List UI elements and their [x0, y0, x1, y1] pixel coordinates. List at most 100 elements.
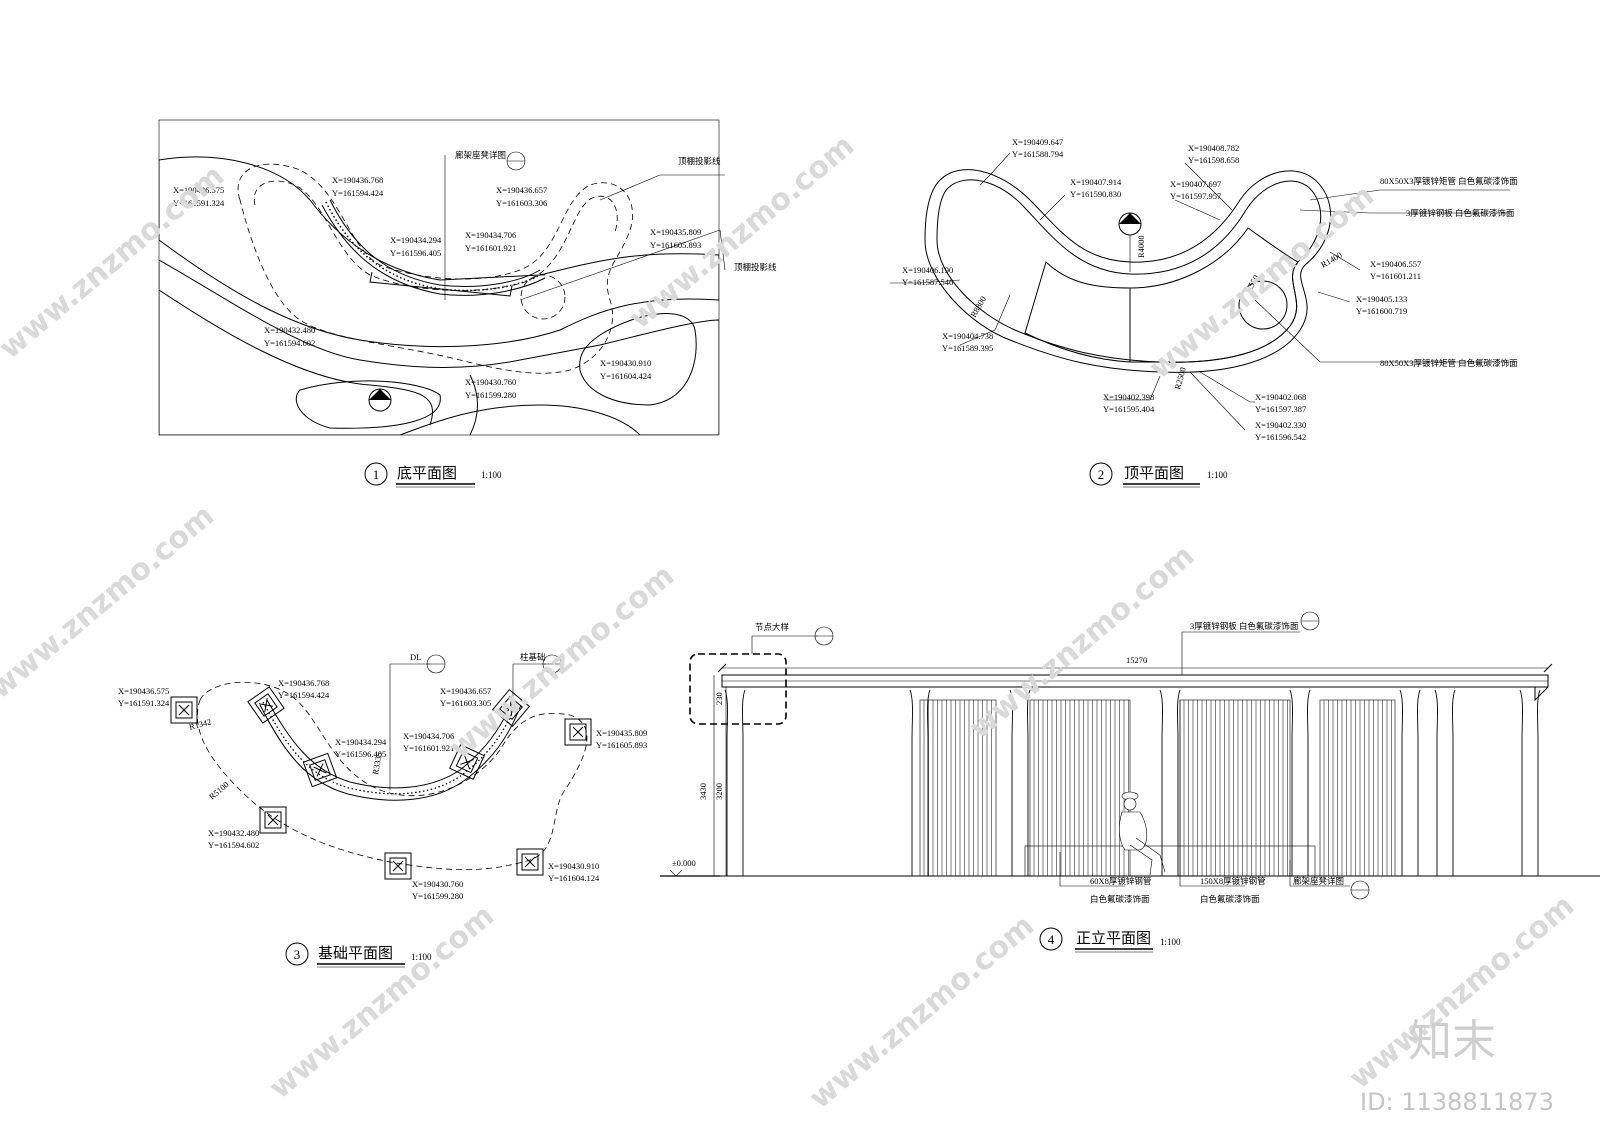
coord-y: Y=161601.921 [465, 243, 516, 253]
length-dim: 15270 [1126, 655, 1147, 665]
drawing-number-circle [285, 942, 309, 966]
coord-y: Y=161596.405 [390, 248, 441, 258]
coord-y: Y=161594.424 [278, 690, 330, 700]
column-footings [170, 686, 592, 880]
column [1289, 689, 1311, 876]
pipe-150-label: 150X8厚镀锌钢管 [1200, 876, 1266, 886]
column [724, 689, 746, 876]
column [1434, 689, 1456, 876]
coord-y: Y=161599.280 [465, 390, 516, 400]
height-column-dim: 3200 [714, 783, 724, 800]
drawing-number: 1 [373, 467, 380, 482]
elevation: ±0.000 节点大样 3厚镀锌钢板 白色氟碳漆饰面 [660, 611, 1600, 953]
radius-label: R8800 [968, 294, 988, 319]
watermark-site: www.znzmo.com [803, 908, 1041, 1116]
radius-label: R3335 [370, 751, 384, 775]
drawing-number-circle [1089, 462, 1113, 486]
coord-y: Y=161595.404 [1103, 404, 1155, 414]
top-plate-note: 3厚镀锌钢板 白色氟碳漆饰面 [1190, 621, 1299, 631]
coord-x: X=190436.768 [278, 678, 329, 688]
coord-x: X=190402.398 [1103, 392, 1154, 402]
coord-x: X=190430.910 [600, 358, 651, 368]
radius-label: R5100 [207, 779, 231, 801]
coord-x: X=190435.809 [650, 227, 701, 237]
coord-x: X=190432.480 [264, 325, 315, 335]
coord-y: Y=161601.921 [403, 743, 454, 753]
drawing-number-circle [364, 462, 388, 486]
watermark-site: www.znzmo.com [263, 898, 501, 1106]
column [1519, 689, 1541, 876]
coord-x: X=190435.809 [596, 728, 647, 738]
pipe-60-finish: 白色氟碳漆饰面 [1090, 894, 1150, 904]
coord-y: Y=161587.546 [902, 277, 953, 287]
coord-x: X=190407.914 [1070, 177, 1122, 187]
dl-label: DL [410, 652, 421, 662]
coord-y: Y=161604.424 [600, 371, 652, 381]
roof-note-tube-top: 80X50X3厚镀锌矩管 白色氟碳漆饰面 [1380, 176, 1518, 186]
coord-y: Y=161594.602 [208, 840, 259, 850]
drawing-scale: 1:100 [1207, 470, 1228, 480]
watermark-site: www.znzmo.com [0, 158, 231, 366]
pipe-150-finish: 白色氟碳漆饰面 [1200, 894, 1260, 904]
coord-y: Y=161596.542 [1255, 432, 1306, 442]
coord-x: X=190402.068 [1255, 392, 1306, 402]
coord-x: X=190436.575 [173, 185, 224, 195]
column [909, 689, 931, 876]
height-total-dim: 3430 [698, 783, 708, 800]
coord-x: X=190436.768 [332, 175, 383, 185]
roof-plan: X=190409.647 Y=161588.794 X=190408.782 Y… [890, 137, 1518, 488]
zero-level: ±0.000 [672, 858, 696, 868]
coord-y: Y=161601.211 [1370, 271, 1421, 281]
radius-label: R4000 [1136, 235, 1146, 258]
coord-x: X=190430.760 [465, 377, 516, 387]
coord-y: Y=161594.602 [264, 338, 315, 348]
foundation-plan: DL 柱基础 R5100 R3335 R1342 X=190436.575 Y=… [118, 652, 647, 968]
coord-y: Y=161594.424 [332, 188, 384, 198]
coord-y: Y=161604.124 [548, 873, 600, 883]
watermark-site: www.znzmo.com [1143, 178, 1381, 386]
base-plan: 廊架座凳详图 顶棚投影线 顶棚投影线 X=190436.575 Y=161591… [158, 119, 777, 488]
coord-x: X=190430.910 [548, 861, 599, 871]
roof-projection-label-1: 顶棚投影线 [678, 156, 721, 166]
coord-x: X=190436.575 [118, 686, 169, 696]
height-top-dim: 230 [714, 692, 724, 705]
coord-y: Y=161603.306 [496, 198, 547, 208]
base-plan-frame [158, 119, 720, 436]
coord-y: Y=161588.794 [1012, 149, 1064, 159]
drawing-number: 3 [294, 947, 301, 962]
coord-y: Y=161590.830 [1070, 189, 1121, 199]
watermarks: www.znzmo.com www.znzmo.com www.znzmo.co… [0, 128, 1581, 1116]
drawing-number: 4 [1048, 932, 1055, 947]
drawing-number-circle [1039, 927, 1063, 951]
drawing-number: 2 [1098, 467, 1105, 482]
coord-x: X=190434.706 [403, 731, 454, 741]
column [1159, 689, 1181, 876]
watermark-site: www.znzmo.com [0, 498, 221, 706]
drawing-title: 顶平面图 [1124, 465, 1184, 482]
coord-x: X=190406.190 [902, 265, 953, 275]
coord-y: Y=161603.305 [440, 698, 491, 708]
drawing-title: 基础平面图 [318, 945, 393, 962]
coord-y: Y=161597.387 [1255, 404, 1306, 414]
column [1009, 689, 1031, 876]
coord-x: X=190405.133 [1356, 294, 1407, 304]
coord-x: X=190430.760 [412, 879, 463, 889]
person-figure [1119, 791, 1166, 876]
coord-x: X=190404.738 [942, 331, 993, 341]
node-detail-label: 节点大样 [755, 622, 790, 632]
radius-label: R1342 [188, 716, 212, 732]
pipe-60-label: 60X8厚镀锌钢管 [1090, 876, 1151, 886]
drawing-scale: 1:100 [481, 470, 502, 480]
brand-logo: 知末 [1408, 1016, 1496, 1067]
coord-x: X=190402.330 [1255, 420, 1306, 430]
coord-y: Y=161605.893 [596, 740, 647, 750]
coord-y: Y=161597.957 [1170, 191, 1221, 201]
drawing-scale: 1:100 [1160, 937, 1181, 947]
coord-x: X=190409.647 [1012, 137, 1063, 147]
coord-x: X=190434.706 [465, 230, 516, 240]
bench-ref-label: 廊架座凳详图 [1293, 876, 1344, 886]
coord-y: Y=161600.719 [1356, 306, 1407, 316]
drawing-title: 底平面图 [397, 465, 457, 482]
roof-note-plate: 3厚镀锌钢板 白色氟碳漆饰面 [1406, 208, 1515, 218]
